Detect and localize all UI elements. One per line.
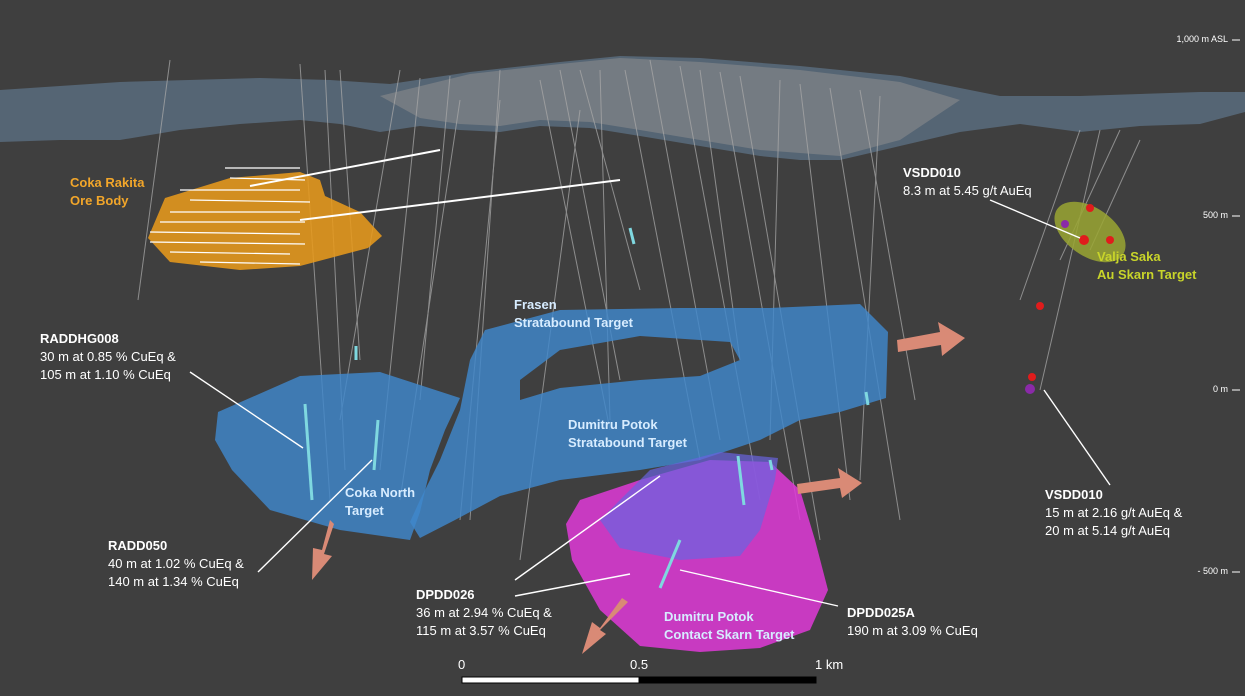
scale-label-0: 0 xyxy=(458,657,466,672)
coka-rakita-ore-body xyxy=(148,172,382,270)
scale-label-1km: 1 km xyxy=(815,657,844,672)
arrow-east-upper xyxy=(897,322,965,356)
scale-bar-black xyxy=(638,676,817,684)
vsdd010-deep-intercept xyxy=(1025,384,1035,394)
arrow-east-lower xyxy=(797,468,862,498)
coka-rakita-drill-fans xyxy=(149,149,621,265)
scale-bar-white xyxy=(461,676,640,684)
dumitru-stratabound-overlap xyxy=(600,452,778,560)
elevation-ticks xyxy=(1232,39,1240,573)
mineralised-intercepts xyxy=(303,227,870,589)
topography-highlight xyxy=(380,58,960,156)
callout-leaders xyxy=(189,199,1111,607)
arrow-south-coka-north xyxy=(312,520,334,580)
elev-label-1000: 1,000 m ASL xyxy=(1176,34,1228,44)
extension-arrows xyxy=(312,322,965,654)
elev-label-minus500: - 500 m xyxy=(1197,566,1228,576)
gold-intercepts xyxy=(1028,204,1114,381)
valja-saka-skarn-body xyxy=(1054,201,1126,263)
elev-label-500: 500 m xyxy=(1202,210,1228,220)
coka-north-body xyxy=(215,372,460,540)
elev-label-0: 0 m xyxy=(1212,384,1228,394)
arrow-south-dumitru xyxy=(582,598,628,654)
stratabound-target-body xyxy=(410,304,888,538)
scale-label-half: 0.5 xyxy=(630,657,649,672)
valja-saka-drill-collar xyxy=(1061,220,1069,228)
